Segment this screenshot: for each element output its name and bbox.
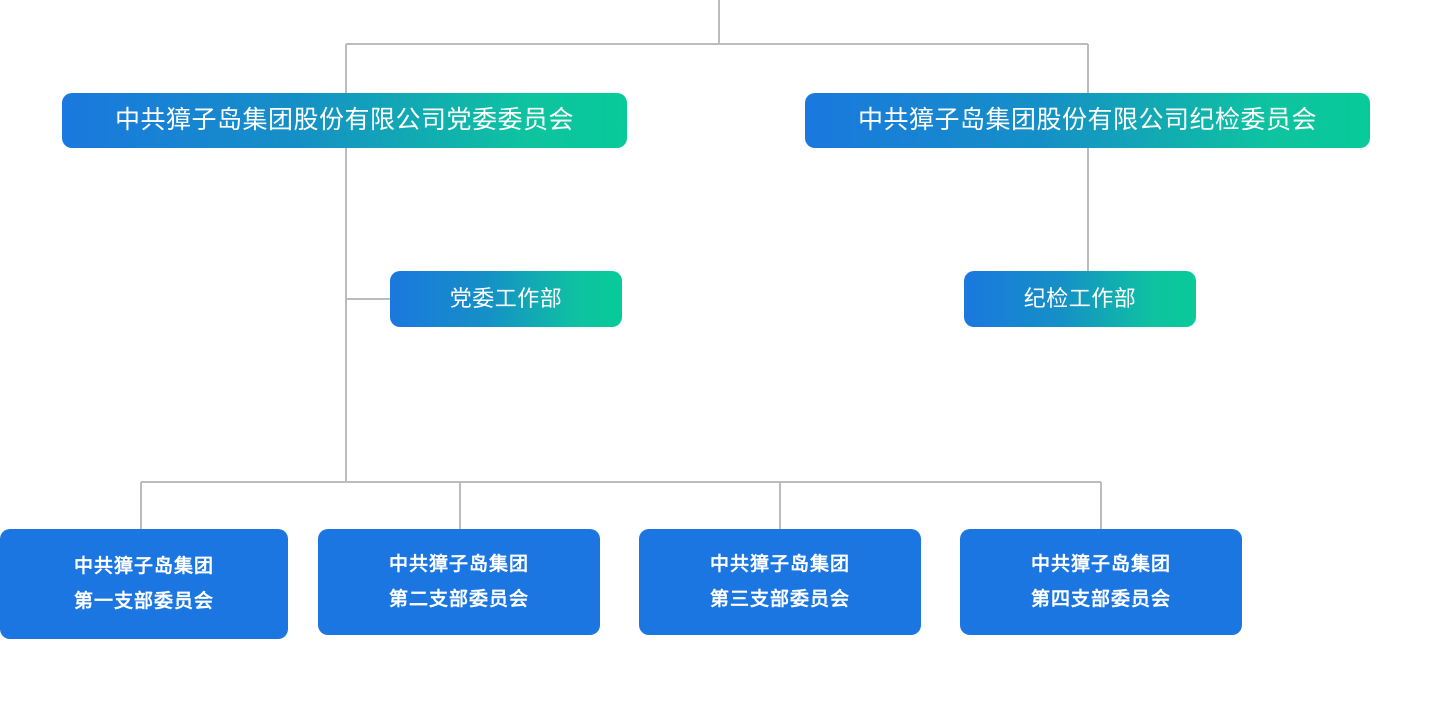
node-discipline-committee-label: 中共獐子岛集团股份有限公司纪检委员会 bbox=[857, 106, 1317, 134]
node-party-work-department[interactable]: 党委工作部 bbox=[390, 271, 622, 327]
node-branch-2[interactable]: 中共獐子岛集团 第二支部委员会 bbox=[318, 529, 600, 635]
node-branch-3-label-line2: 第三支部委员会 bbox=[709, 589, 850, 610]
node-branch-3[interactable]: 中共獐子岛集团 第三支部委员会 bbox=[639, 529, 921, 635]
node-branch-1-label-line1: 中共獐子岛集团 bbox=[73, 555, 214, 577]
node-discipline-work-department-label: 纪检工作部 bbox=[1023, 286, 1137, 312]
node-party-committee-label: 中共獐子岛集团股份有限公司党委委员会 bbox=[114, 106, 574, 134]
node-branch-2-label-line1: 中共獐子岛集团 bbox=[388, 553, 529, 575]
node-branch-4-label-line1: 中共獐子岛集团 bbox=[1030, 553, 1171, 575]
node-branch-4-label-line2: 第四支部委员会 bbox=[1030, 589, 1171, 610]
node-party-committee[interactable]: 中共獐子岛集团股份有限公司党委委员会 bbox=[62, 93, 627, 148]
node-branch-1-label-line2: 第一支部委员会 bbox=[73, 591, 214, 612]
node-branch-2-label-line2: 第二支部委员会 bbox=[388, 589, 529, 610]
node-branch-3-label-line1: 中共獐子岛集团 bbox=[709, 553, 850, 575]
node-discipline-work-department[interactable]: 纪检工作部 bbox=[964, 271, 1196, 327]
node-branch-1[interactable]: 中共獐子岛集团 第一支部委员会 bbox=[0, 529, 288, 639]
node-branch-4[interactable]: 中共獐子岛集团 第四支部委员会 bbox=[960, 529, 1242, 635]
node-discipline-committee[interactable]: 中共獐子岛集团股份有限公司纪检委员会 bbox=[805, 93, 1370, 148]
node-party-work-department-label: 党委工作部 bbox=[449, 286, 563, 312]
